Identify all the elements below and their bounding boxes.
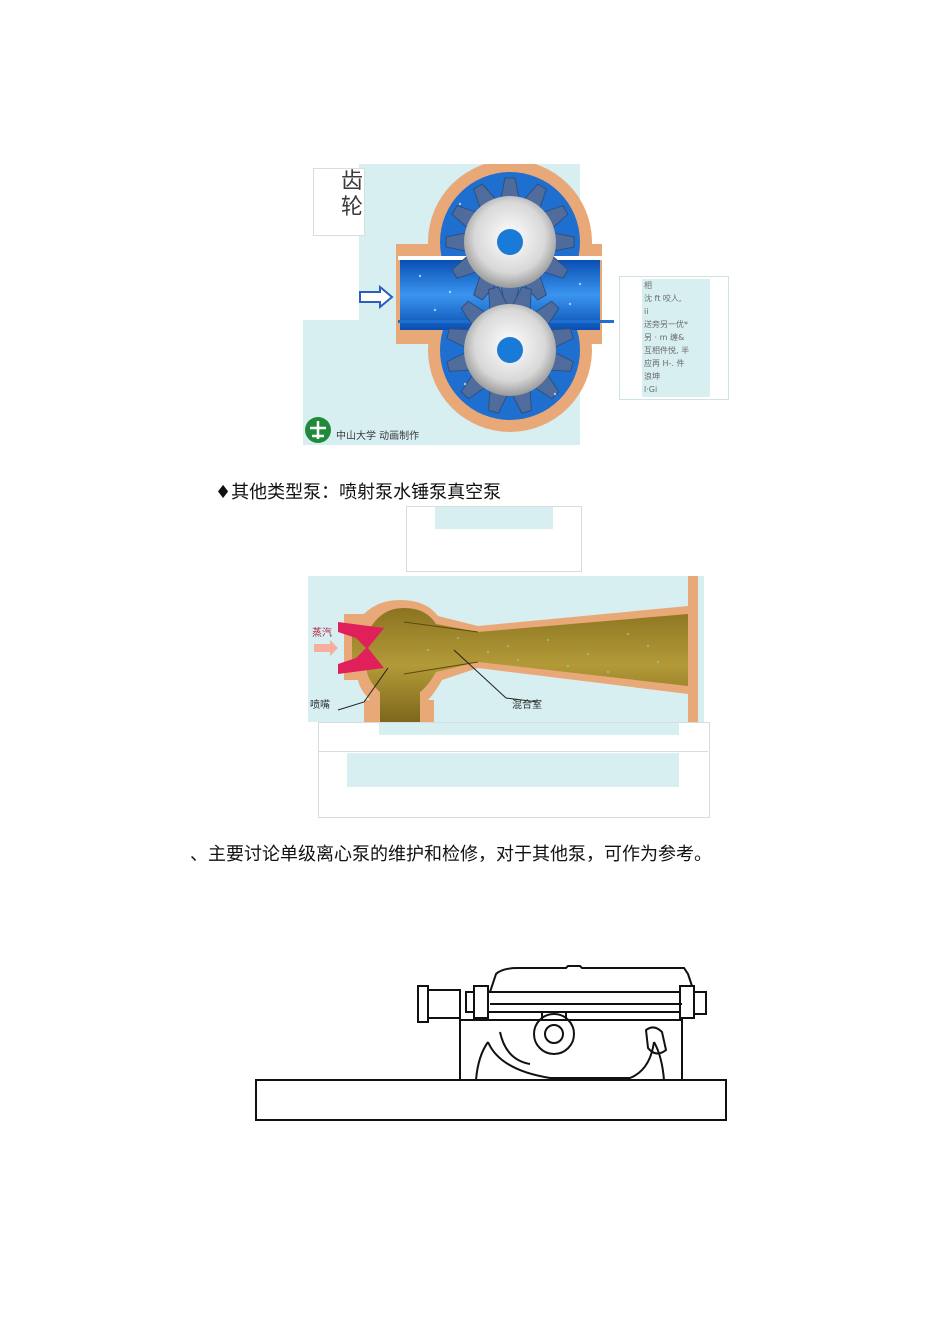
other-pump-types-paragraph: ♦其他类型泵：喷射泵水锤泵真空泵 bbox=[215, 482, 502, 503]
note-line: l·Gi bbox=[644, 385, 658, 394]
note-line: 浪坤 bbox=[644, 372, 660, 381]
gear-title-box: 齿 轮 bbox=[313, 168, 365, 236]
jet-label-mixing: 混合室 bbox=[512, 698, 542, 711]
jet-label-steam: 蒸汽 bbox=[312, 626, 332, 639]
note-line: 送旁另一优* bbox=[644, 320, 688, 329]
maintenance-paragraph: 、主要讨论单级离心泵的维护和检修，对于其他泵，可作为参考。 bbox=[190, 844, 712, 865]
logo-caption: 中山大学 动画制作 bbox=[336, 429, 419, 442]
image-placeholder bbox=[318, 722, 710, 818]
jet-pump-figure: 蒸汽 喷嘴 混合室 bbox=[308, 576, 704, 722]
image-placeholder bbox=[406, 506, 582, 572]
gear-title-char: 齿 bbox=[341, 169, 364, 194]
jet-label-nozzle: 喷嘴 bbox=[310, 699, 330, 711]
note-line: 另 · m 缠& bbox=[644, 333, 685, 342]
note-line: 应再 H-. 件 bbox=[644, 359, 685, 368]
centrifugal-pump-drawing bbox=[255, 965, 727, 1121]
gear-pump-figure: 中山大学 动画制作 bbox=[303, 164, 614, 445]
note-line: ii bbox=[644, 307, 649, 316]
note-line: 互相件悦, 半 bbox=[644, 346, 690, 355]
gear-note-box: 相 沈 ft 咬人, ii 送旁另一优* 另 · m 缠& 互相件悦, 半 应再… bbox=[619, 276, 729, 400]
gear-title-char: 轮 bbox=[341, 195, 364, 220]
note-line: 沈 ft 咬人, bbox=[644, 294, 682, 303]
note-line: 相 bbox=[644, 281, 652, 290]
